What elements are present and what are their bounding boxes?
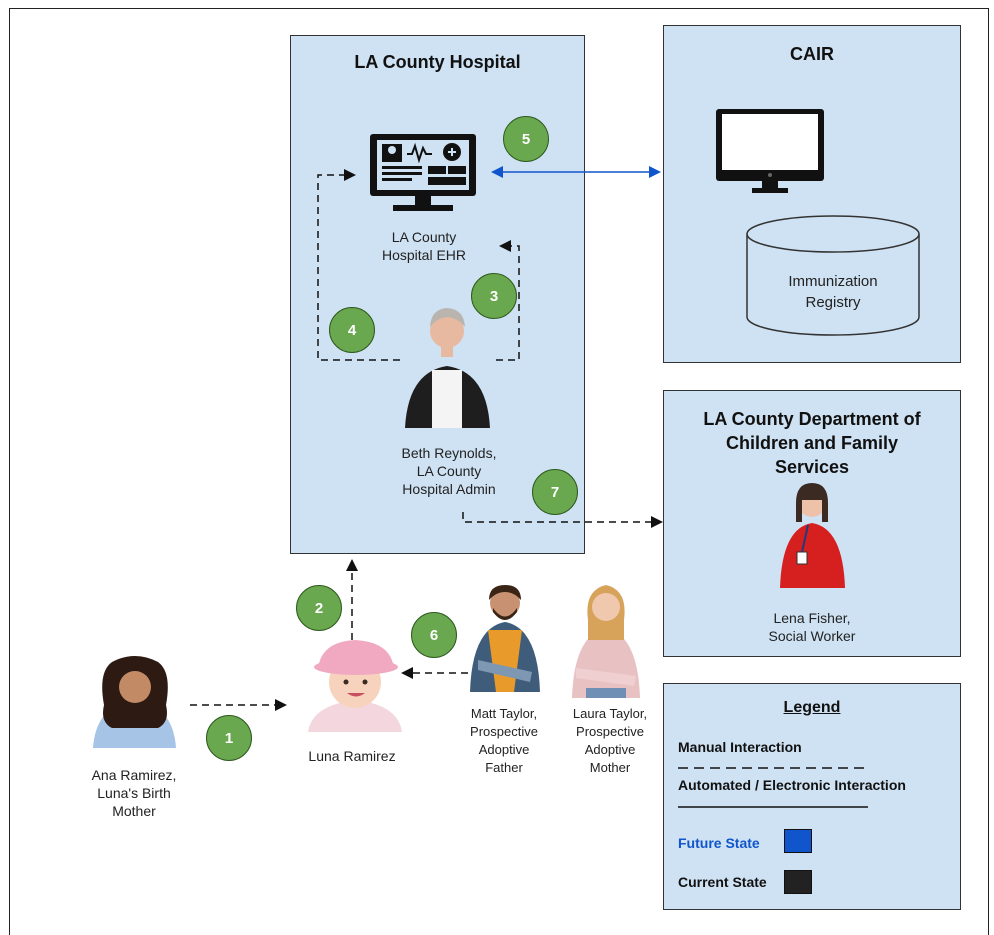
dcfs-title: LA County Department of Children and Fam… (703, 409, 921, 477)
step-badge-6: 6 (411, 612, 457, 658)
desktop-monitor-icon (716, 109, 824, 193)
step-badge-2: 2 (296, 585, 342, 631)
registry-label: Immunization Registry (788, 273, 878, 311)
legend-manual-label: Manual Interaction (678, 739, 802, 755)
legend-current-label: Current State (678, 874, 767, 890)
hospital-title: LA County Hospital (354, 52, 521, 72)
diagram-frame (9, 8, 989, 935)
ana-label: Ana Ramirez, Luna's Birth Mother (91, 767, 177, 819)
laura-label: Laura Taylor, Prospective Adoptive Mothe… (572, 706, 648, 775)
legend-box: Legend Manual Interaction Automated / El… (663, 683, 961, 910)
step-badge-3: 3 (471, 273, 517, 319)
ehr-label: LA County Hospital EHR (381, 229, 467, 263)
legend-future-swatch (784, 829, 812, 853)
ana-ramirez-avatar (93, 656, 176, 748)
ehr-monitor-icon (370, 134, 476, 211)
beth-label: Beth Reynolds, LA County Hospital Admin (401, 445, 497, 497)
lena-fisher-avatar (780, 483, 845, 588)
luna-ramirez-avatar (308, 640, 402, 732)
cair-title: CAIR (790, 44, 834, 64)
beth-reynolds-avatar (405, 308, 490, 428)
laura-taylor-avatar (572, 585, 640, 698)
step-badge-7: 7 (532, 469, 578, 515)
luna-label: Luna Ramirez (308, 748, 396, 764)
legend-automated-label: Automated / Electronic Interaction (678, 777, 906, 793)
lena-label: Lena Fisher, Social Worker (768, 610, 856, 644)
matt-taylor-avatar (470, 585, 540, 692)
database-cylinder-icon (746, 215, 920, 336)
step-badge-5: 5 (503, 116, 549, 162)
legend-current-swatch (784, 870, 812, 894)
legend-title: Legend (783, 699, 841, 716)
matt-label: Matt Taylor, Prospective Adoptive Father (470, 706, 538, 775)
step-badge-4: 4 (329, 307, 375, 353)
step-badge-1: 1 (206, 715, 252, 761)
legend-future-label: Future State (678, 835, 760, 851)
